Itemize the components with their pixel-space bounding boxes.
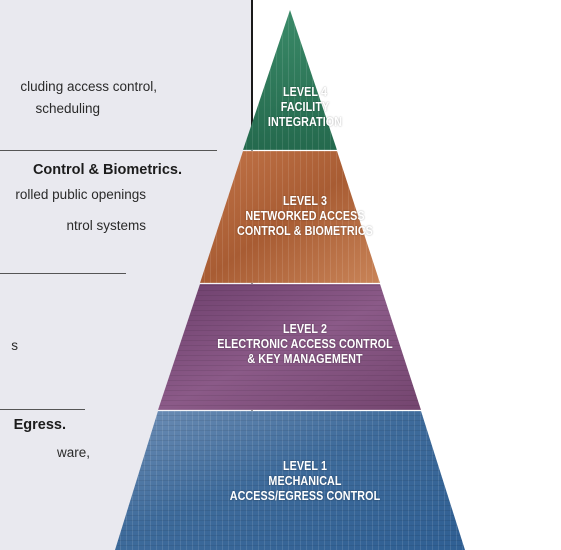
pyramid-level-2 xyxy=(158,284,421,410)
panel-text-line: s xyxy=(11,338,18,353)
level-separators xyxy=(158,149,421,412)
panel-text-line: scheduling xyxy=(35,101,100,116)
panel-text-line: ntrol systems xyxy=(66,218,146,233)
level-3-title: LEVEL 3 xyxy=(282,194,328,208)
level-2-title: LEVEL 2 xyxy=(282,322,328,336)
divider xyxy=(0,150,217,151)
divider xyxy=(0,409,85,410)
panel-text-line: rolled public openings xyxy=(15,187,146,202)
pyramid-level-3 xyxy=(200,151,380,283)
level-2-line: & KEY MANAGEMENT xyxy=(247,352,363,366)
level-4-label: LEVEL 4 FACILITY INTEGRATION xyxy=(180,85,430,130)
divider xyxy=(0,273,126,274)
level-3-heading: Control & Biometrics. xyxy=(32,162,182,178)
panel-text-line: cluding access control, xyxy=(20,79,157,94)
level-4-line: FACILITY xyxy=(280,100,330,114)
level-1-heading: Egress. xyxy=(13,417,66,433)
level-3-line: NETWORKED ACCESS xyxy=(245,209,365,223)
level-1-label: LEVEL 1 MECHANICAL ACCESS/EGRESS CONTROL xyxy=(180,459,430,504)
pyramid-level-1 xyxy=(115,411,465,550)
level-2-line: ELECTRONIC ACCESS CONTROL xyxy=(217,337,393,351)
level-1-line: MECHANICAL xyxy=(268,474,342,488)
level-1-line: ACCESS/EGRESS CONTROL xyxy=(229,489,381,503)
panel-text-line: ware, xyxy=(56,445,90,460)
level-4-title: LEVEL 4 xyxy=(282,85,328,99)
level-2-label: LEVEL 2 ELECTRONIC ACCESS CONTROL & KEY … xyxy=(180,322,430,367)
level-1-title: LEVEL 1 xyxy=(282,459,328,473)
level-3-line: CONTROL & BIOMETRICS xyxy=(237,224,373,238)
pyramid-level-4 xyxy=(243,10,337,150)
level-4-line: INTEGRATION xyxy=(267,115,343,129)
level-3-label: LEVEL 3 NETWORKED ACCESS CONTROL & BIOME… xyxy=(180,194,430,239)
